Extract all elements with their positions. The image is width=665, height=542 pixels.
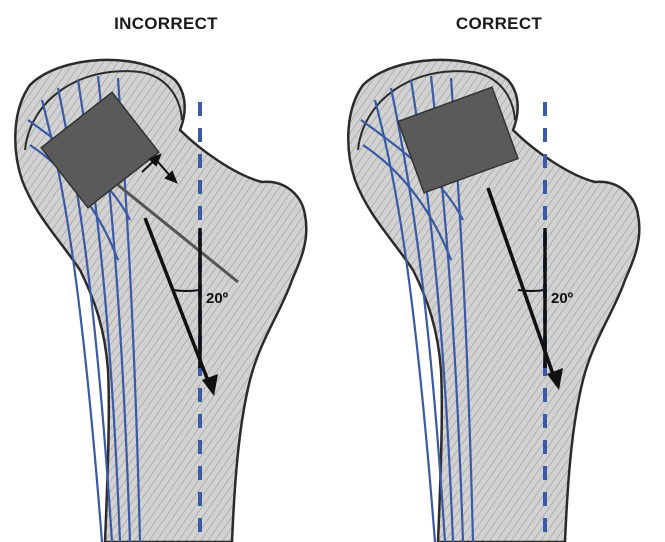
angle-label: 20º [206, 290, 229, 307]
correct-femur-diagram: 20º [333, 0, 665, 542]
angle-label: 20º [551, 290, 574, 307]
incorrect-femur-diagram: 20º [0, 0, 332, 542]
correct-panel: CORRECT 20º [333, 0, 665, 542]
femur-bone [15, 60, 306, 542]
incorrect-panel: INCORRECT [0, 0, 332, 542]
